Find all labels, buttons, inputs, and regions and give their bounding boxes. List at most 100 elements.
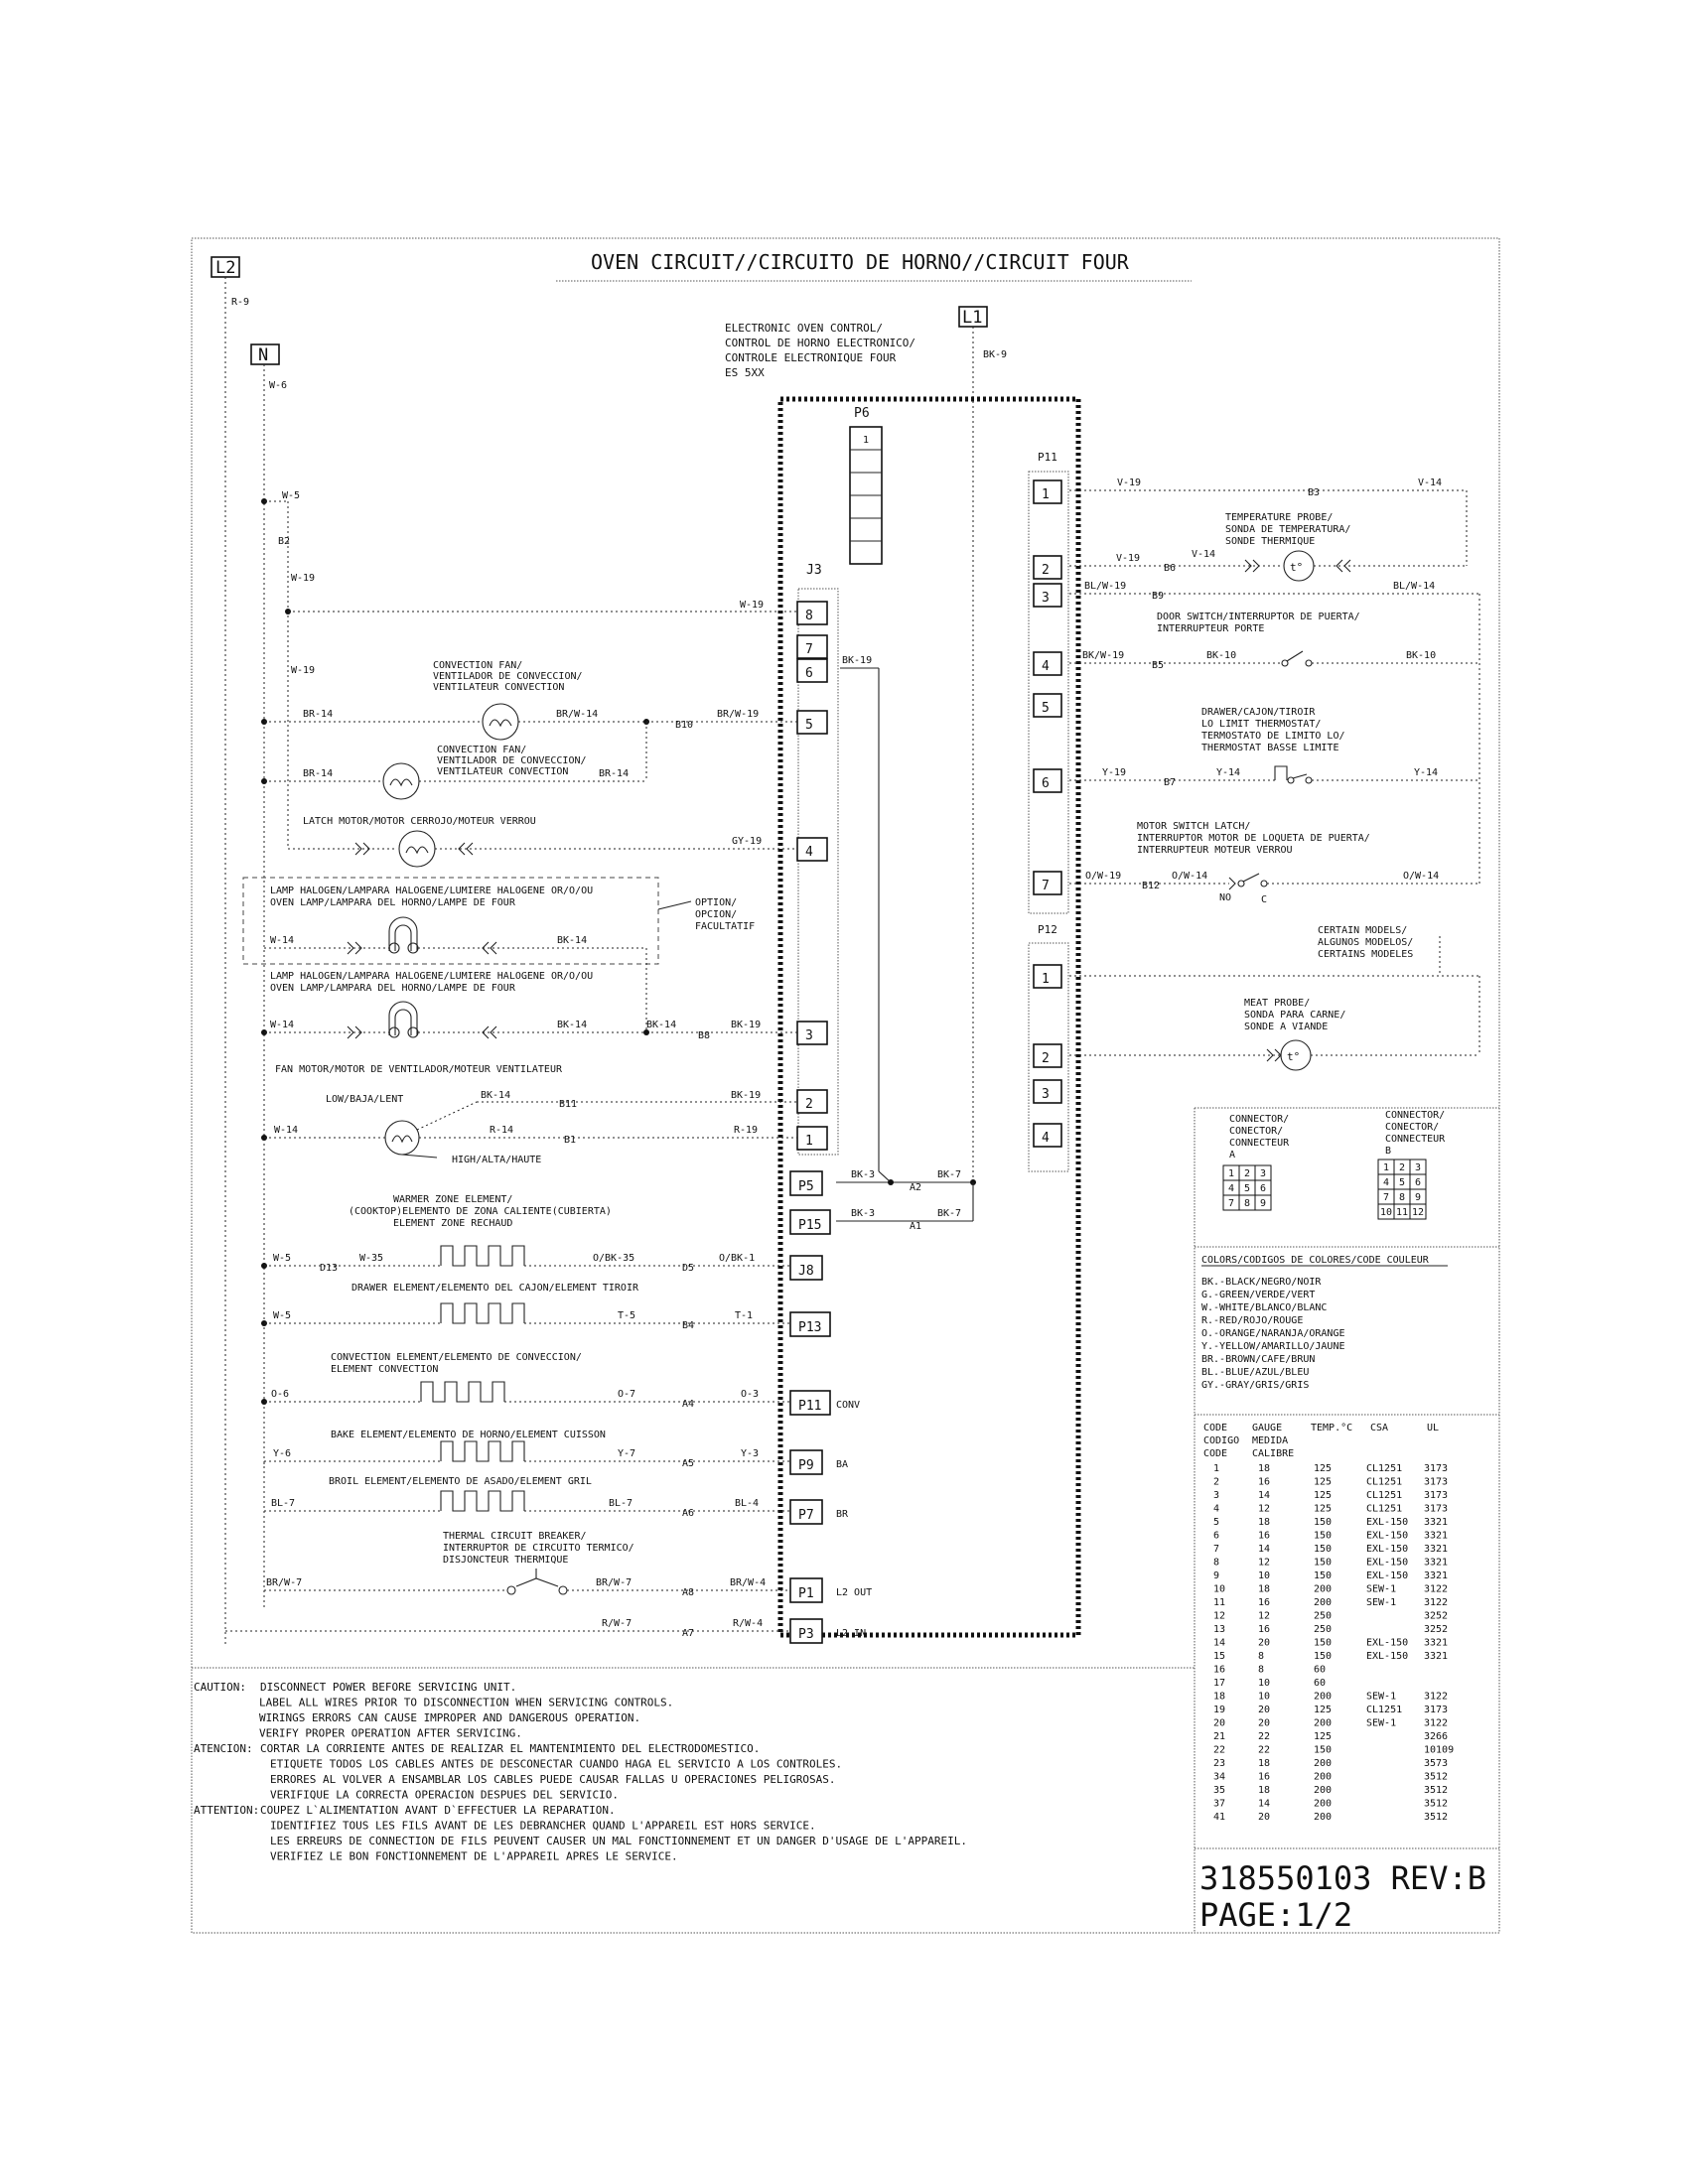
color-code-row: BK.-BLACK/NEGRO/NOIR <box>1201 1277 1322 1288</box>
wire-w5-a: W-5 <box>273 1253 291 1264</box>
conn-b-cell-label: 7 <box>1383 1192 1389 1203</box>
gauge-cell: 3512 <box>1424 1785 1448 1796</box>
gauge-cell: 16 <box>1258 1624 1270 1635</box>
gauge-cell: 12 <box>1258 1558 1270 1569</box>
wire-o3: O-3 <box>741 1389 759 1400</box>
gauge-cell: EXL-150 <box>1366 1544 1408 1555</box>
gauge-cell: 3122 <box>1424 1597 1448 1608</box>
gauge-cell: 20 <box>1258 1705 1270 1715</box>
wire-bk14-a: BK-14 <box>557 935 587 946</box>
caution-line: LES ERREURS DE CONNECTION DE FILS PEUVEN… <box>270 1835 967 1847</box>
gauge-header: CALIBRE <box>1252 1448 1294 1459</box>
j3-pin-7: 7 <box>805 642 813 657</box>
diagram-title: OVEN CIRCUIT//CIRCUITO DE HORNO//CIRCUIT… <box>591 250 1130 274</box>
gauge-cell: 150 <box>1314 1638 1332 1649</box>
gauge-cell: 20 <box>1258 1718 1270 1729</box>
gauge-cell: 12 <box>1258 1611 1270 1622</box>
gauge-cell: 14 <box>1258 1490 1270 1501</box>
control-name-1: ELECTRONIC OVEN CONTROL/ <box>725 322 883 335</box>
gauge-cell: 14 <box>1258 1544 1270 1555</box>
color-code-row: W.-WHITE/BLANCO/BLANC <box>1201 1302 1327 1313</box>
node-b9: B9 <box>1152 591 1164 602</box>
breaker-l3: DISJONCTEUR THERMIQUE <box>443 1555 568 1566</box>
conv-fan2-l1: CONVECTION FAN/ <box>437 745 526 755</box>
wire-bk19-a: BK-19 <box>731 1020 761 1030</box>
warmer-l3: ELEMENT ZONE RECHAUD <box>393 1218 512 1229</box>
conn-b-cell <box>1409 1203 1427 1220</box>
motor-switch-l3: INTERRUPTEUR MOTEUR VERROU <box>1137 845 1293 856</box>
wire-w19-b: W-19 <box>740 600 764 611</box>
gauge-cell: 3512 <box>1424 1799 1448 1810</box>
conn-a-cell <box>1254 1194 1272 1211</box>
node-b6: B6 <box>1164 563 1176 574</box>
wire-rw7: R/W-7 <box>602 1618 632 1629</box>
gauge-header: CODE <box>1203 1423 1227 1433</box>
l1-label: L1 <box>962 308 982 328</box>
gauge-cell: 18 <box>1258 1517 1270 1528</box>
conn-a-cell-label: 6 <box>1260 1183 1266 1194</box>
wire-obk35: O/BK-35 <box>593 1253 634 1264</box>
wire-t5: T-5 <box>618 1310 635 1321</box>
p11-pin-4-box <box>1033 651 1062 676</box>
p12-label: P12 <box>1038 923 1057 936</box>
conn-a-cell-label: 9 <box>1260 1198 1266 1209</box>
wire-w6: W-6 <box>269 380 287 391</box>
drawer-thermo-l2: LO LIMIT THERMOSTAT/ <box>1201 719 1321 730</box>
lamp-1 <box>388 916 418 951</box>
gauge-cell: 3321 <box>1424 1544 1448 1555</box>
option-l3: FACULTATIF <box>695 921 755 932</box>
gauge-cell: 200 <box>1314 1772 1332 1783</box>
gauge-cell: 3321 <box>1424 1558 1448 1569</box>
gauge-cell: CL1251 <box>1366 1504 1402 1515</box>
gauge-cell: SEW-1 <box>1366 1718 1396 1729</box>
wire-w5: W-5 <box>282 490 300 501</box>
gauge-cell: 16 <box>1258 1597 1270 1608</box>
color-code-row: BL.-BLUE/AZUL/BLEU <box>1201 1367 1309 1378</box>
gauge-cell: 3173 <box>1424 1477 1448 1488</box>
j3-pin-7-box <box>796 634 828 659</box>
connector-p5-box <box>789 1170 823 1196</box>
motor-switch-latch <box>1237 880 1245 887</box>
connector-p7-box <box>789 1499 823 1525</box>
gauge-header: MEDIDA <box>1252 1435 1288 1446</box>
conn-a-l2: CONECTOR/ <box>1229 1126 1283 1137</box>
wire-bk7-a: BK-7 <box>937 1169 961 1180</box>
color-code-row: R.-RED/ROJO/ROUGE <box>1201 1315 1303 1326</box>
connector-p15-box <box>789 1209 831 1235</box>
wire-obk1: O/BK-1 <box>719 1253 755 1264</box>
node-b10: B10 <box>675 720 693 731</box>
conn-b-cell-label: 11 <box>1396 1207 1408 1218</box>
wire-v14-b: V-14 <box>1192 549 1215 560</box>
switch-no: NO <box>1219 892 1231 903</box>
p11-pin-3-box <box>1033 583 1062 608</box>
switch-c: C <box>1261 894 1267 905</box>
wire-br14-a: BR-14 <box>303 709 333 720</box>
wire-y6: Y-6 <box>273 1448 291 1459</box>
connector-j8: J8 <box>798 1264 814 1279</box>
drawer-element <box>440 1302 525 1324</box>
gauge-cell: 3321 <box>1424 1570 1448 1581</box>
gauge-cell: 3122 <box>1424 1718 1448 1729</box>
wire-blw14: BL/W-14 <box>1393 581 1435 592</box>
caution-notes: CAUTION:DISCONNECT POWER BEFORE SERVICIN… <box>194 1681 967 1863</box>
motor-switch-l2: INTERRUPTOR MOTOR DE LOQUETA DE PUERTA/ <box>1137 833 1370 844</box>
wire-bl7-b: BL-7 <box>609 1498 633 1509</box>
wire-br14-b: BR-14 <box>303 768 333 779</box>
temp-probe-l1: TEMPERATURE PROBE/ <box>1225 512 1333 523</box>
gauge-cell: 16 <box>1258 1477 1270 1488</box>
wire-ow14-a: O/W-14 <box>1172 871 1207 882</box>
caution-line: ETIQUETE TODOS LOS CABLES ANTES DE DESCO… <box>270 1758 842 1771</box>
conn-b-cell-label: 6 <box>1415 1177 1421 1188</box>
wire-brw4: BR/W-4 <box>730 1577 766 1588</box>
sheet-frame <box>191 237 1500 1934</box>
p12-pin-2-box <box>1033 1043 1062 1068</box>
gauge-cell: 150 <box>1314 1570 1332 1581</box>
gauge-cell: EXL-150 <box>1366 1638 1408 1649</box>
gauge-cell: 9 <box>1213 1570 1219 1581</box>
connector-p1-box <box>789 1577 823 1603</box>
gauge-cell: 200 <box>1314 1692 1332 1703</box>
wire-y19: Y-19 <box>1102 767 1126 778</box>
node-b2: B2 <box>278 536 290 547</box>
gauge-cell: 15 <box>1213 1651 1225 1662</box>
